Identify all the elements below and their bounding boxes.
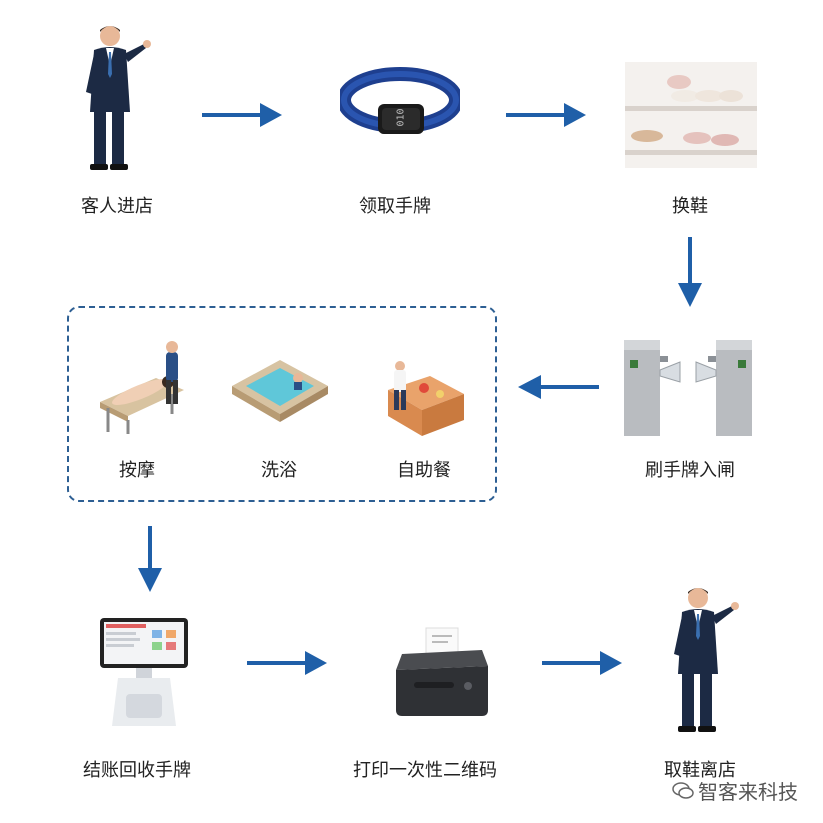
wechat-icon: [672, 781, 694, 799]
massage-icon: [100, 341, 184, 434]
turnstile-gate-icon: [624, 340, 752, 436]
arrow-print-to-leave: [542, 651, 622, 675]
step-label-print: 打印一次性二维码: [353, 760, 497, 781]
arrow-shoes-to-gate: [678, 237, 702, 307]
bath-tub-icon: [232, 360, 328, 422]
receipt-printer-icon: [396, 627, 488, 716]
step-label-massage: 按摩: [119, 460, 155, 481]
arrow-gate-to-services: [518, 375, 599, 399]
wristband-icon: [340, 67, 460, 134]
businessman-enter-icon: [86, 26, 151, 170]
shoe-rack-icon: [625, 62, 757, 168]
watermark-text: 智客来科技: [698, 780, 798, 804]
arrow-services-to-checkout: [138, 526, 162, 592]
arrow-checkout-to-print: [247, 651, 327, 675]
arrow-wristband-to-shoes: [506, 103, 586, 127]
step-label-enter: 客人进店: [81, 196, 153, 217]
businessman-leave-icon: [674, 588, 739, 732]
step-label-buffet: 自助餐: [397, 460, 451, 481]
buffet-counter-icon: [388, 361, 464, 436]
step-label-change-shoes: 换鞋: [672, 196, 708, 217]
step-label-leave: 取鞋离店: [664, 760, 736, 781]
wristband-display: 010: [395, 108, 407, 127]
watermark: 智客来科技: [672, 776, 798, 805]
arrow-enter-to-wristband: [202, 103, 282, 127]
pos-terminal-icon: [100, 618, 188, 726]
step-label-wristband: 领取手牌: [359, 196, 431, 217]
step-label-gate: 刷手牌入闸: [645, 460, 735, 481]
step-label-checkout: 结账回收手牌: [83, 760, 191, 781]
step-label-bath: 洗浴: [261, 460, 297, 481]
services-group-box: [67, 306, 497, 502]
